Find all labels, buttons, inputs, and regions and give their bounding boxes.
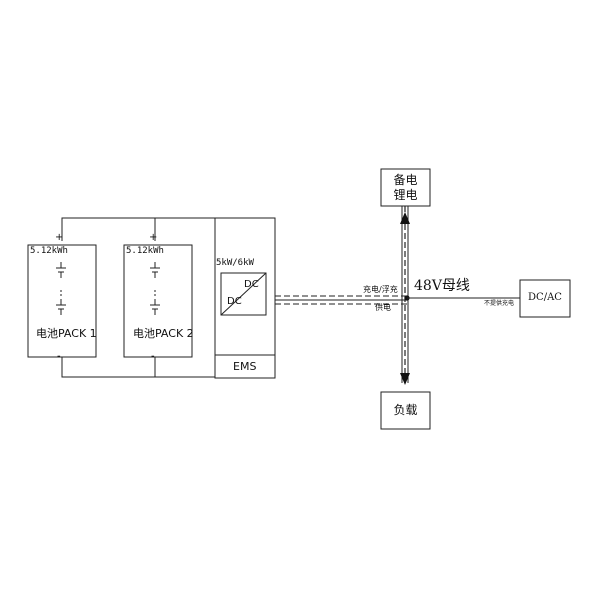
- converter-block: [214, 217, 276, 379]
- converter-rating: 5kW/6kW: [216, 258, 254, 268]
- arrow-up-icon: [400, 212, 410, 224]
- backup-battery-line2: 锂电: [393, 188, 418, 202]
- battery-pack-2: [123, 244, 193, 358]
- pack1-minus: -: [57, 351, 61, 362]
- dcac-label: DC/AC: [528, 292, 562, 303]
- dcac-note: 不提供充电: [484, 300, 515, 307]
- pack1-name: 电池PACK 1: [36, 327, 97, 340]
- dc-bottom-label: DC: [227, 296, 242, 307]
- load-box: [380, 391, 431, 430]
- top-wire: [61, 217, 215, 241]
- pack1-capacity: 5.12kWh: [30, 246, 68, 256]
- pack2-minus: -: [151, 351, 155, 362]
- dcac-box: [519, 279, 571, 318]
- battery-pack-1: [27, 244, 97, 358]
- arrow-down-icon: [400, 373, 410, 385]
- pack2-plus: +: [149, 232, 158, 243]
- dc-top-label: DC: [244, 279, 259, 290]
- charge-float-label: 充电/浮充: [363, 285, 398, 294]
- battery-cell-icon: [56, 262, 66, 315]
- backup-battery-label: 备电 锂电: [381, 173, 430, 203]
- pack1-plus: +: [55, 232, 64, 243]
- backup-battery-box: [380, 168, 431, 207]
- load-label: 负载: [393, 403, 418, 417]
- battery-cell-icon: [150, 262, 160, 315]
- bottom-wire: [61, 357, 215, 378]
- bus-arrows: [400, 212, 410, 385]
- pack2-capacity: 5.12kWh: [126, 246, 164, 256]
- bus-connection: [275, 295, 407, 305]
- bus-label: 48V母线: [414, 278, 470, 294]
- ems-label: EMS: [233, 360, 257, 373]
- vertical-bus: [401, 206, 409, 383]
- backup-battery-line1: 备电: [393, 173, 418, 187]
- pack2-name: 电池PACK 2: [133, 327, 194, 340]
- supply-label: 供电: [375, 303, 391, 312]
